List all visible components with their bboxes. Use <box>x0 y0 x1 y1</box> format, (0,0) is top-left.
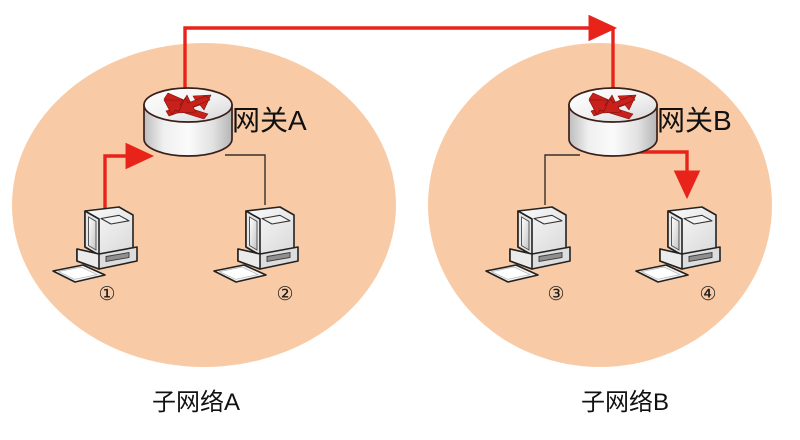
router-icon <box>568 87 658 157</box>
subnet-b-label: 子网络B <box>581 389 669 416</box>
link-gatewayB-host4 <box>633 150 701 200</box>
host-2-number: ② <box>276 284 293 305</box>
gateway-a-label: 网关A <box>232 105 307 136</box>
gateway-b-label: 网关B <box>657 105 732 136</box>
subnet-a-region <box>12 43 396 367</box>
host-3-number: ③ <box>547 284 564 305</box>
gateway-b-router[interactable] <box>568 87 658 157</box>
router-icon <box>143 87 233 157</box>
link-gatewayB-host3 <box>544 154 580 205</box>
link-gatewayA-host2 <box>225 154 266 205</box>
subnet-a-label: 子网络A <box>152 389 240 416</box>
link-host1-gatewayA <box>103 142 155 210</box>
gateway-a-router[interactable] <box>143 87 233 157</box>
host-1-number: ① <box>98 284 115 305</box>
host-4-number: ④ <box>699 284 716 305</box>
subnet-b-region <box>428 43 772 367</box>
link-gatewayA-gatewayB-up <box>183 14 618 88</box>
